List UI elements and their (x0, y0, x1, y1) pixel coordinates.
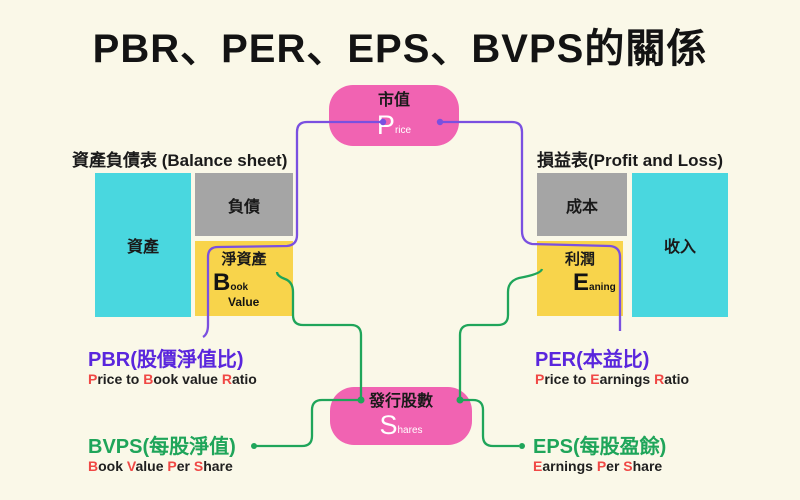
shares-letter: Shares (379, 410, 423, 441)
eps-title: EPS(每股盈餘) (533, 436, 667, 458)
per-title: PER(本益比) (535, 349, 650, 371)
profit-label: 利潤 (564, 251, 595, 268)
assets-label: 資產 (126, 239, 159, 256)
revenue-box: 收入 (632, 173, 728, 317)
liabilities-label: 負債 (227, 198, 260, 216)
eps-line-dot (519, 443, 525, 449)
cost-label: 成本 (565, 198, 598, 216)
pbr-full-text: Price to Book value Ratio (88, 371, 257, 387)
price-letter: Price (376, 109, 412, 140)
balance-sheet-heading: 資產負債表 (Balance sheet) (72, 151, 288, 170)
eps-full-text: Earnings Per Share (533, 458, 663, 474)
market-value-box: 市值 Price (329, 85, 459, 146)
book-value-letters: Book Value (213, 269, 260, 309)
shares-to-earning-line (458, 268, 544, 399)
page-title: PBR、PER、EPS、BVPS的關係 (92, 27, 708, 71)
net-assets-box: 淨資產 Book Value (195, 241, 293, 316)
shares-label: 發行股數 (368, 392, 433, 410)
market-value-label: 市值 (377, 92, 410, 110)
cost-box: 成本 (537, 173, 627, 236)
bvps-title: BVPS(每股淨值) (88, 436, 236, 458)
revenue-label: 收入 (663, 239, 696, 256)
net-assets-label: 淨資產 (221, 251, 267, 268)
profit-box: 利潤 Eaning (537, 241, 623, 316)
bvps-full-text: Book Value Per Share (88, 458, 233, 474)
earning-letters: Eaning (573, 269, 616, 296)
profit-loss-heading: 損益表(Profit and Loss) (537, 151, 724, 170)
liabilities-box: 負債 (195, 173, 293, 236)
assets-box: 資產 (95, 173, 191, 317)
bvps-line-dot (251, 443, 257, 449)
per-full-text: Price to Earnings Ratio (535, 371, 690, 387)
shares-box: 發行股數 Shares (330, 387, 472, 445)
pbr-title: PBR(股價淨值比) (88, 349, 244, 371)
